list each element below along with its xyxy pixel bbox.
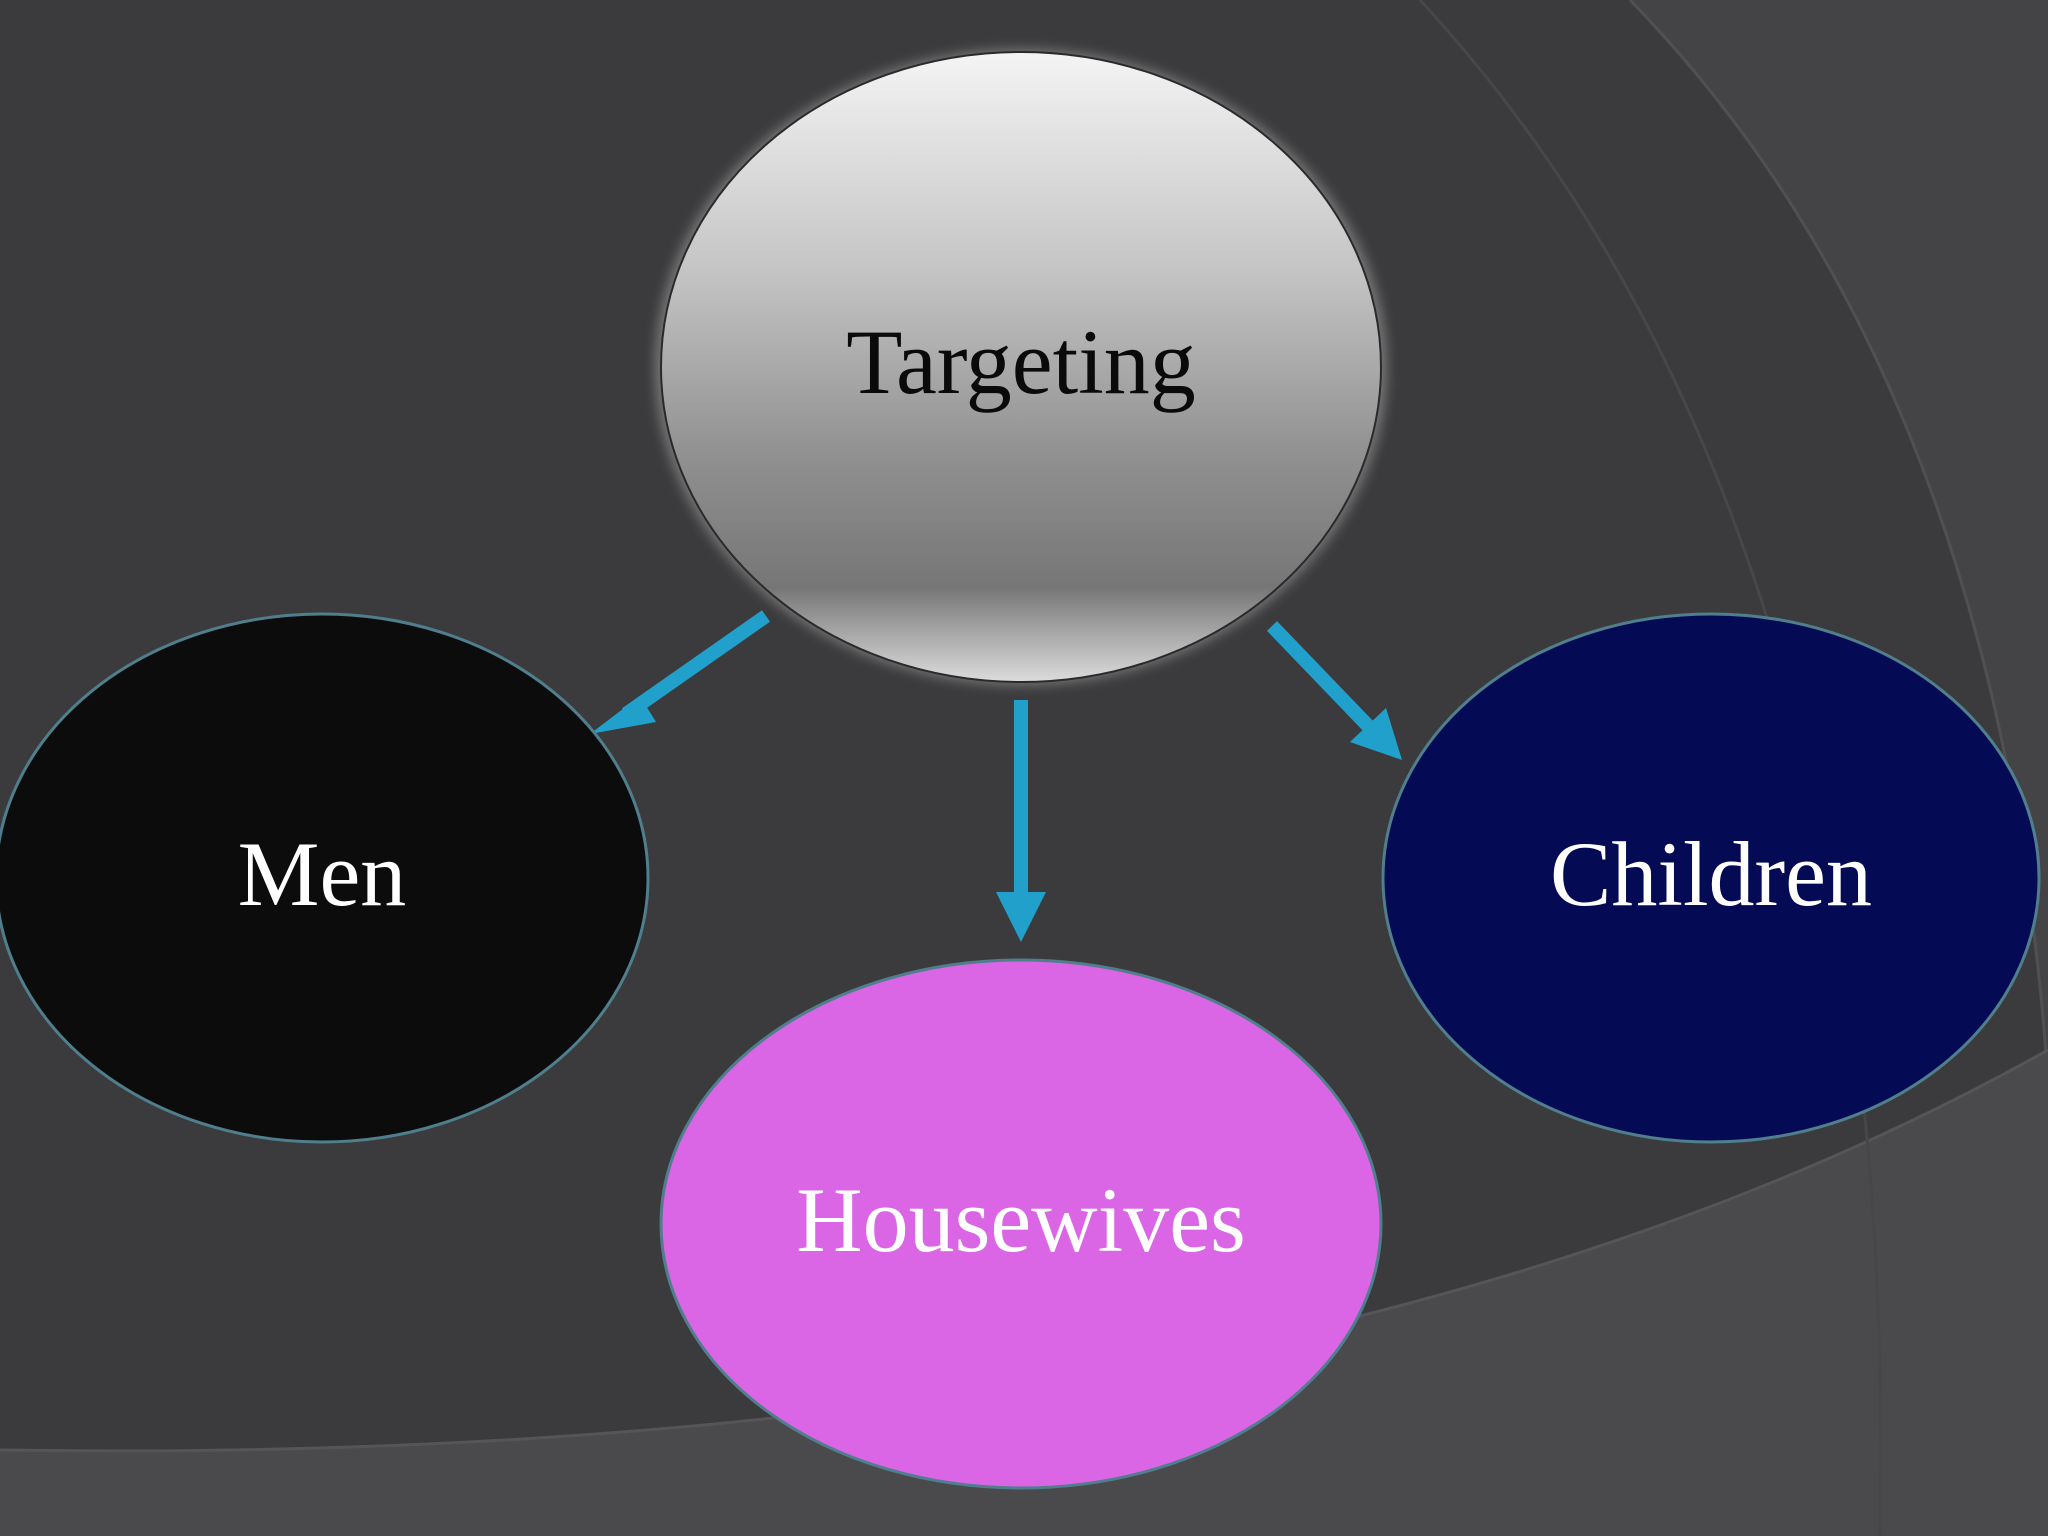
node-children: Children xyxy=(1381,612,2041,1144)
node-housewives-label: Housewives xyxy=(796,1169,1246,1271)
node-targeting: Targeting xyxy=(655,49,1387,685)
node-housewives: Housewives xyxy=(659,958,1383,1490)
background-band-bottom xyxy=(0,1050,2048,1536)
arrow-to-men xyxy=(590,610,771,734)
background-arc-right xyxy=(1630,0,2048,1080)
node-men: Men xyxy=(0,612,650,1144)
node-targeting-label: Targeting xyxy=(846,311,1196,413)
arrow-to-children xyxy=(1266,621,1402,760)
node-children-label: Children xyxy=(1550,823,1872,925)
arrow-to-housewives xyxy=(996,700,1046,942)
node-men-label: Men xyxy=(238,823,407,925)
